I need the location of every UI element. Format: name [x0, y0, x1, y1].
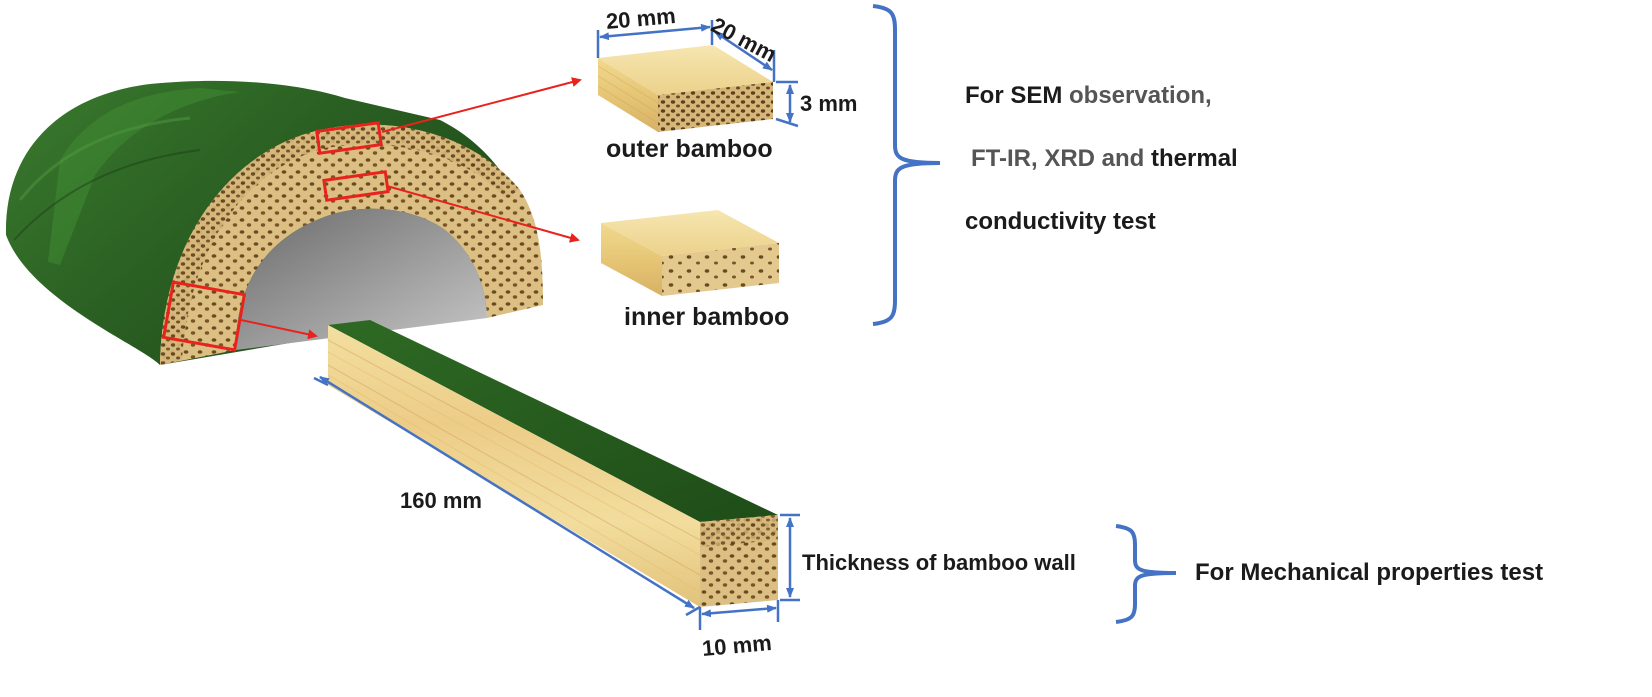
dimension-lines	[313, 20, 800, 630]
inner-sample-box	[322, 170, 390, 202]
culm-hollow	[235, 208, 487, 350]
sem-description-line2: FT-IR, XRD and thermal	[971, 147, 1238, 171]
sem-line1-a: For SEM	[965, 82, 1063, 109]
sem-line1-b: observation,	[1062, 82, 1212, 109]
dim-long-length	[319, 375, 695, 610]
outer-thickness-label: 3 mm	[800, 91, 858, 116]
outer-sample-box	[315, 121, 383, 155]
outer-width-label: 20 mm	[604, 3, 677, 34]
inner-bamboo-label: inner bamboo	[624, 303, 790, 331]
dim-outer-width	[599, 23, 711, 41]
sem-line2-a: FT-IR, XRD and	[971, 145, 1145, 172]
sem-description-line3: conductivity test	[965, 208, 1156, 235]
long-length-label: 160 mm	[400, 488, 482, 513]
brace-sem	[872, 4, 941, 326]
outer-bamboo-sample	[597, 45, 773, 132]
inner-bamboo-sample	[601, 210, 779, 296]
long-bamboo-sample	[327, 320, 778, 607]
brace-mechanical	[1115, 524, 1177, 624]
arrow-to-inner	[386, 185, 580, 243]
dim-outer-depth	[714, 30, 773, 72]
sem-description-line1: For SEM observation,	[965, 84, 1212, 108]
sem-line2-b: thermal	[1144, 145, 1238, 172]
long-sample-box	[161, 280, 247, 352]
culm-node-band	[48, 88, 240, 265]
long-thickness-label: Thickness of bamboo wall	[802, 550, 1076, 575]
arrow-to-outer	[381, 77, 582, 133]
mechanical-description: For Mechanical properties test	[1195, 559, 1544, 586]
arrow-to-long	[240, 319, 318, 340]
bamboo-culm-half	[5, 80, 543, 366]
dim-long-width	[701, 604, 777, 618]
outer-bamboo-label: outer bamboo	[606, 135, 773, 163]
long-width-label: 10 mm	[700, 630, 773, 661]
